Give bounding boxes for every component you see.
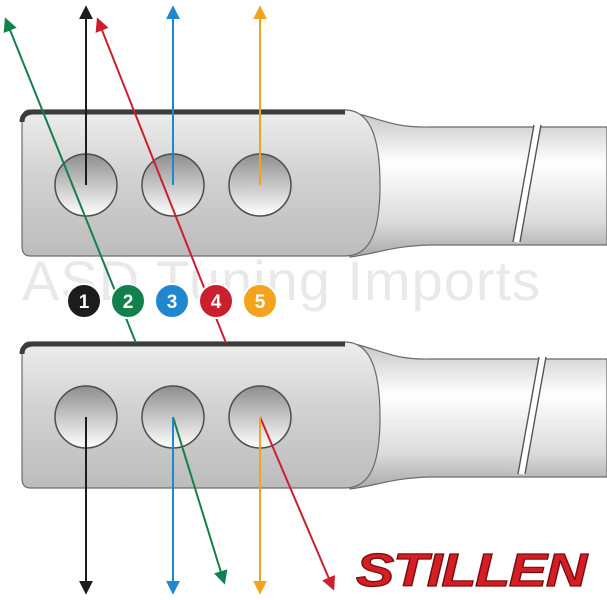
badge-5: 5: [242, 283, 278, 319]
upper-arm-break-mark: [512, 124, 542, 243]
badge-4: 4: [198, 283, 234, 319]
badge-2: 2: [110, 283, 146, 319]
lower-arm-break-mark: [517, 356, 547, 475]
setting-4-lower-arrow: [259, 416, 336, 591]
setting-lines: [3, 5, 336, 595]
upper-sway-bar-arm: [19, 109, 607, 258]
lower-arm-bevel: [19, 341, 345, 355]
lower-sway-bar-arm: [19, 341, 607, 490]
watermark: ASD Tuning Imports: [22, 249, 541, 312]
stillen-logo: STILLEN: [356, 544, 588, 596]
svg-text:4: 4: [211, 292, 222, 313]
svg-text:5: 5: [255, 292, 266, 313]
badge-3: 3: [154, 283, 190, 319]
svg-text:3: 3: [167, 292, 178, 313]
lower-arm-shaft: [349, 342, 607, 490]
setting-2-upper-arrow: [3, 17, 137, 344]
setting-2-lower-arrow: [172, 416, 228, 585]
setting-badges: 1 2 3 4 5: [66, 283, 278, 319]
svg-text:1: 1: [79, 292, 90, 313]
upper-arm-shaft: [349, 111, 607, 258]
badge-1: 1: [66, 283, 102, 319]
upper-arm-bevel: [19, 109, 345, 123]
svg-text:2: 2: [123, 292, 134, 313]
